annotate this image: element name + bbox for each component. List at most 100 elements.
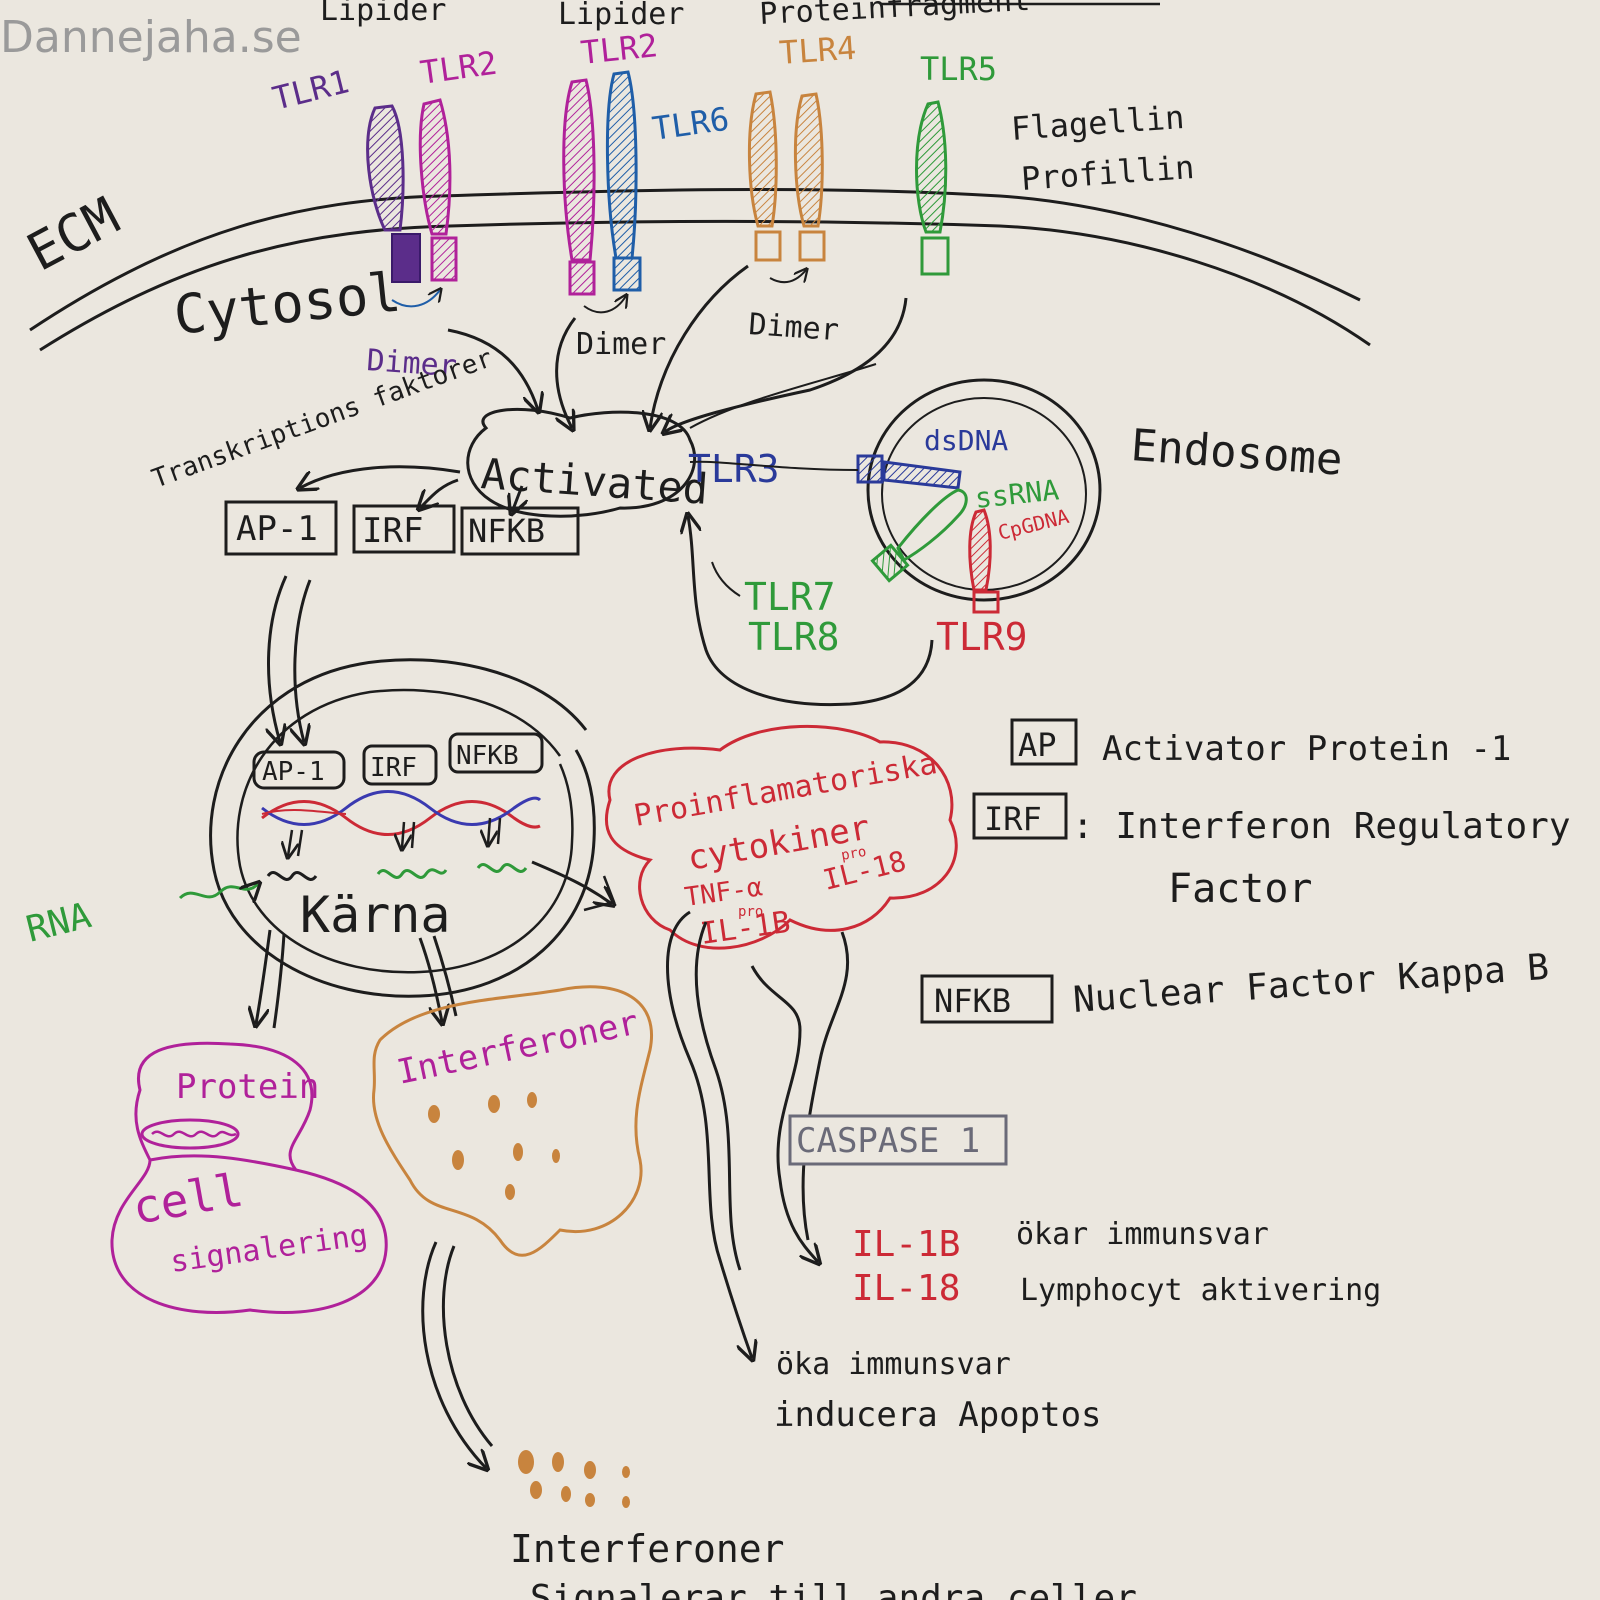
dimer-arrow-2 [583,296,626,314]
arrow-activated-irf [420,478,459,508]
dimer-arrow-3 [769,270,806,284]
protein-signaling-blob [110,1041,388,1314]
legend-ap-box-label: AP [1018,726,1057,764]
pro-il18-prefix: pro [840,844,868,864]
tlr1-label: TLR1 [269,62,353,118]
lymphocyt-aktivering-label: Lymphocyt aktivering [1020,1273,1381,1308]
ap1-box: AP-1 [224,500,338,556]
arrow-dimer3-activated [650,264,749,428]
tlr1-receptor [366,104,421,283]
nuc-arrow-2b [410,821,416,849]
okar-immunsvar-label: ökar immunsvar [1016,1217,1269,1252]
arrow-proil18-caspase [801,931,850,1241]
nucleus [209,658,596,998]
arrow-tlr789-activated [688,516,934,707]
membrane-inner-line [39,220,1371,352]
dimer-label-3: Dimer [747,307,840,348]
il1b-output-label: IL-1B [852,1224,960,1265]
arrow-activated-ap1 [300,465,461,488]
rna-label: RNA [22,895,95,951]
arrow-interferon-release-b [441,1245,494,1447]
nuc-arrow-1a [288,829,292,856]
dimer-label-2: Dimer [576,327,666,362]
il18-output-label: IL-18 [852,1268,960,1309]
interferon-bottom-label: Interferoner [510,1527,785,1571]
tlr2-receptor-a [418,98,458,282]
tlr6-label: TLR6 [650,100,732,148]
tlr4-receptor-a [747,90,782,262]
tlr4-label: TLR4 [778,29,858,72]
legend-irf-box-label: IRF [984,800,1042,838]
legend-ap-box [1010,718,1078,766]
lipider-label-1: Lipider [320,0,446,28]
ap1-nuclear-box: AP-1 [252,750,346,790]
dimer-arrow-1 [391,290,440,308]
ap1-box-label: AP-1 [236,509,318,549]
arrow-factors-nucleus-2 [295,579,310,742]
rna-squiggle-2 [376,868,448,879]
irf-nuclear-box: IRF [362,744,438,786]
tlr6-receptor [605,70,642,292]
transcription-factors-label: Transkriptions faktorer [148,343,497,494]
arrow-tlr5-activated-double [689,363,877,429]
arrow-nucleus-cytokines [531,860,612,904]
signalering-label: signalering [168,1218,370,1280]
interferon-dots [428,1092,560,1200]
tlr4-receptor-b [793,92,826,262]
rna-squiggle-3 [476,863,528,873]
nfkb-box: NFKB [460,506,580,556]
profillin-label: Profillin [1020,148,1196,198]
pro-il1b-label: IL-1B [698,905,792,952]
dna-helix [261,790,542,836]
arrow-tlr3-activated [689,460,859,471]
tlr9-label: TLR9 [936,615,1028,659]
arrow-nucleus-protein-a [256,929,272,1024]
watermark: Dannejaha.se [0,12,302,63]
caspase1-box: CASPASE 1 [788,1114,1008,1166]
protein-label: Protein [176,1067,319,1107]
flagellin-label: Flagellin [1010,98,1186,148]
tlr2-receptor-b [562,78,596,296]
arrow-nucleus-cytokines-head [583,875,616,912]
legend: AP Activator Protein -1 IRF : Interferon… [920,718,1571,1024]
rna-input-arrow [178,884,258,898]
arrow-interferon-release-a [421,1241,486,1468]
endosome-label: Endosome [1129,420,1344,486]
irf-nuclear-label: IRF [370,753,417,783]
legend-ap-desc: Activator Protein -1 [1102,729,1511,769]
interferon-blob [371,985,653,1257]
protein-blob-divider [149,1154,297,1172]
proteinfragment-label: Proteinfragment [759,0,1031,32]
arrow-dimer2-activated [557,317,577,428]
ecm-label: ECM [18,186,129,283]
arrow-activated-nfkb [512,485,522,512]
inducera-apoptos-label: inducera Apoptos [774,1395,1102,1435]
tlr3-label: TLR3 [688,447,780,491]
nuc-arrow-3a [488,817,490,844]
cytosol-label: Cytosol [171,260,404,346]
interferon-blob-label: Interferoner [394,1003,643,1093]
legend-nfkb-desc: Nuclear Factor Kappa B [1072,947,1551,1021]
cell-membrane [29,187,1371,352]
arrow-nucleus-interferon-a [418,937,442,1022]
dsdna-label: dsDNA [924,424,1008,457]
legend-irf-desc-2: Factor [1168,866,1313,912]
irf-box-label: IRF [362,511,423,551]
rna-squiggle-1 [266,871,318,881]
tlr2-label-b: TLR2 [579,26,660,72]
tlr2-label-a: TLR2 [418,44,500,92]
tlr7-label: TLR7 [744,575,836,619]
arrow-tnf-output-a [666,910,753,1358]
released-interferon-dots [518,1450,630,1508]
dimer-label-1: Dimer [365,343,458,384]
karna-label: Kärna [300,886,451,944]
pro-il1b-prefix: pro [738,904,763,920]
legend-irf-box [972,792,1068,840]
arrow-factors-nucleus-1 [269,575,288,742]
tlr8-label: TLR8 [748,615,840,659]
irf-box: IRF [352,504,456,554]
arrow-nucleus-interferon-b [432,935,458,1017]
tlr7-8-receptor [870,488,968,583]
